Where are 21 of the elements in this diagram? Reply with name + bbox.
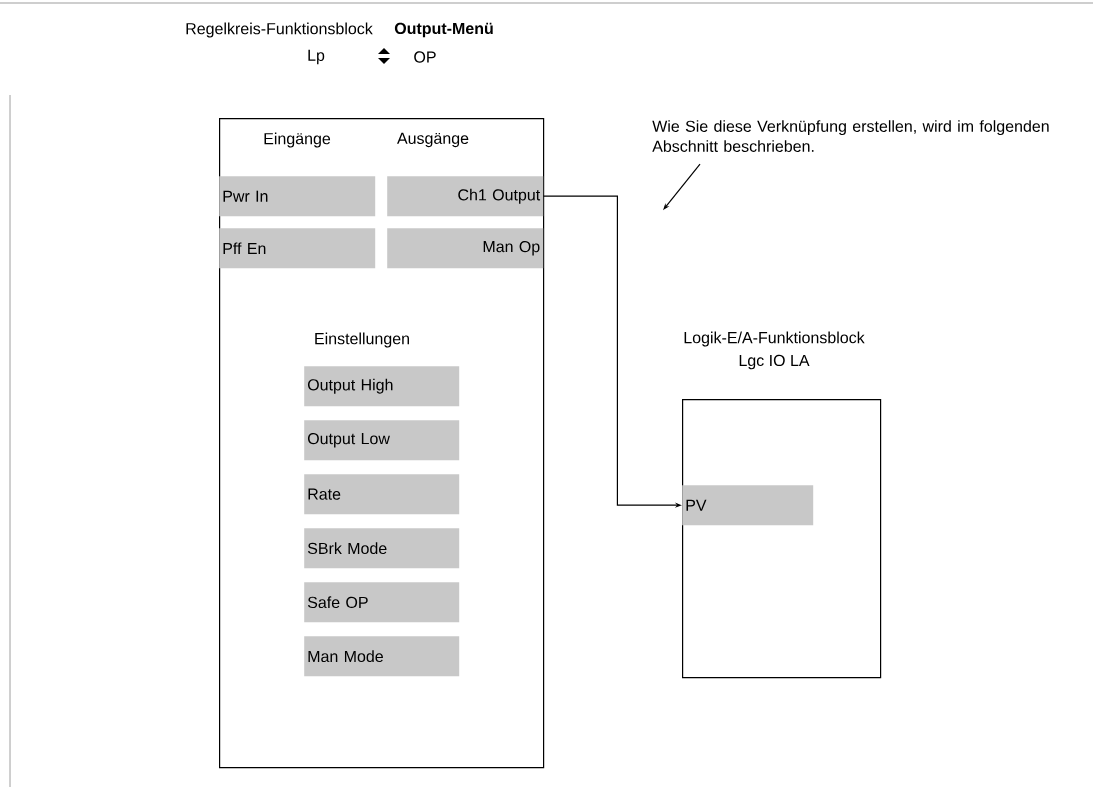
menu-label: Regelkreis-Funktionsblock (186, 22, 373, 38)
parameter-box: Safe OP (304, 582, 460, 623)
parameter-box: Man Op (387, 228, 544, 269)
menu-label: Output-Menü (394, 22, 493, 38)
parameter-box: Ch1 Output (387, 176, 544, 217)
parameter-box: SBrk Mode (304, 528, 460, 569)
parameter-box: Output Low (304, 420, 460, 461)
menu-label: Lp (308, 49, 325, 65)
block-heading: Einstellungen (315, 332, 409, 348)
note-text: Wie Sie diese Verknüpfung erstellen, wird im folgenden Abschnitt beschrieben. (652, 120, 1049, 152)
block-heading: Logik-E/A-Funktionsblock (684, 331, 865, 347)
parameter-box: Man Mode (304, 636, 460, 677)
block-heading: Ausgänge (397, 132, 469, 148)
parameter-box: Pff En (219, 228, 376, 269)
menu-label: OP (414, 51, 436, 63)
parameter-box: Pwr In (219, 176, 376, 217)
parameter-box: Output High (304, 366, 460, 407)
block-heading: Lgc IO LA (739, 354, 810, 370)
parameter-box: PV (682, 485, 814, 526)
block-heading: Eingänge (264, 132, 331, 148)
parameter-box: Rate (304, 474, 460, 515)
